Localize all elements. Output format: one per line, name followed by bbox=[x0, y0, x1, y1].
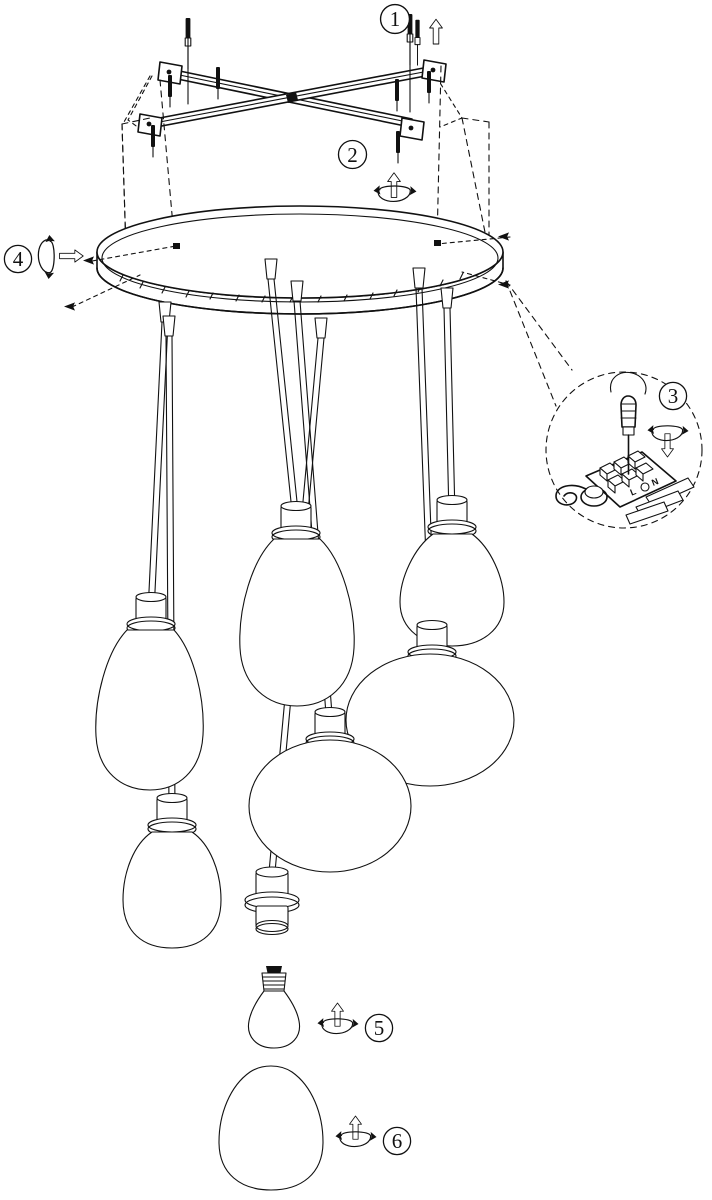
step-2-number: 2 bbox=[347, 143, 358, 167]
canopy-fixing-point bbox=[434, 240, 441, 246]
pendant-lamp bbox=[95, 591, 204, 791]
terminal-block: L N bbox=[585, 450, 677, 508]
terminal-contact bbox=[613, 456, 632, 476]
step-1-callout: 1 bbox=[379, 3, 443, 66]
glass-shade bbox=[95, 629, 204, 791]
detail-leader-cone bbox=[505, 280, 573, 371]
pendant-lamp bbox=[248, 706, 412, 873]
bulb-screw-base bbox=[261, 972, 287, 992]
lamp-holder bbox=[126, 591, 176, 636]
pendant-lamp bbox=[345, 619, 515, 787]
cable-outlet bbox=[440, 287, 456, 516]
lamp-holder bbox=[271, 500, 321, 545]
lamp-holder bbox=[147, 792, 197, 837]
step-5-number: 5 bbox=[374, 1016, 385, 1040]
lamp-holder bbox=[427, 494, 477, 539]
glass-shade bbox=[399, 533, 505, 647]
step-2-callout: 2 bbox=[337, 139, 418, 203]
loose-glass-shade bbox=[218, 1065, 324, 1191]
screwdriver-icon bbox=[610, 371, 647, 475]
canopy-rim-hatch bbox=[119, 272, 464, 303]
bracket-axis-line bbox=[187, 23, 411, 113]
cross-mounting-bracket bbox=[123, 13, 463, 164]
pendant-lamp bbox=[239, 500, 355, 707]
lead-wire bbox=[555, 484, 587, 506]
bracket-corner-tab bbox=[421, 59, 447, 83]
terminal-label-n: N bbox=[650, 476, 660, 488]
step-4-callout: 4 bbox=[3, 234, 84, 280]
terminal-contact bbox=[635, 462, 654, 482]
step-1-number: 1 bbox=[390, 7, 401, 31]
bracket-corner-tab bbox=[157, 61, 183, 85]
detail-leader-cone bbox=[505, 280, 557, 407]
bulb-contact-tip bbox=[266, 966, 282, 973]
cable-outlet bbox=[264, 258, 300, 522]
bracket-center-joint bbox=[286, 92, 298, 103]
light-bulb bbox=[247, 966, 301, 1049]
canopy-fixing-point bbox=[173, 243, 180, 249]
canopy-leader-lines bbox=[64, 232, 511, 311]
outgoing-wires bbox=[625, 477, 695, 525]
pendant-lamp bbox=[122, 792, 222, 949]
glass-shade bbox=[122, 831, 222, 949]
pendant-lamp bbox=[399, 494, 505, 647]
bulb-glass bbox=[247, 990, 301, 1049]
ceiling-canopy bbox=[96, 205, 504, 315]
step-6-number: 6 bbox=[392, 1129, 403, 1153]
glass-shade bbox=[345, 653, 515, 787]
step-3-number: 3 bbox=[668, 384, 679, 408]
glass-shade bbox=[248, 739, 412, 873]
canopy-bottom-arc bbox=[96, 267, 504, 315]
terminal-label-l: L bbox=[629, 486, 638, 498]
step-6-callout: 6 bbox=[334, 1115, 412, 1156]
terminal-block-detail: L N bbox=[505, 280, 703, 529]
glass-shade bbox=[239, 538, 355, 707]
bracket-corner-tab bbox=[137, 113, 163, 137]
step-5-callout: 5 bbox=[316, 1002, 394, 1043]
step-4-number: 4 bbox=[13, 247, 24, 271]
bare-lamp-socket bbox=[244, 866, 300, 936]
strain-relief-grommet bbox=[580, 485, 608, 507]
bracket-corner-tab bbox=[399, 117, 425, 141]
